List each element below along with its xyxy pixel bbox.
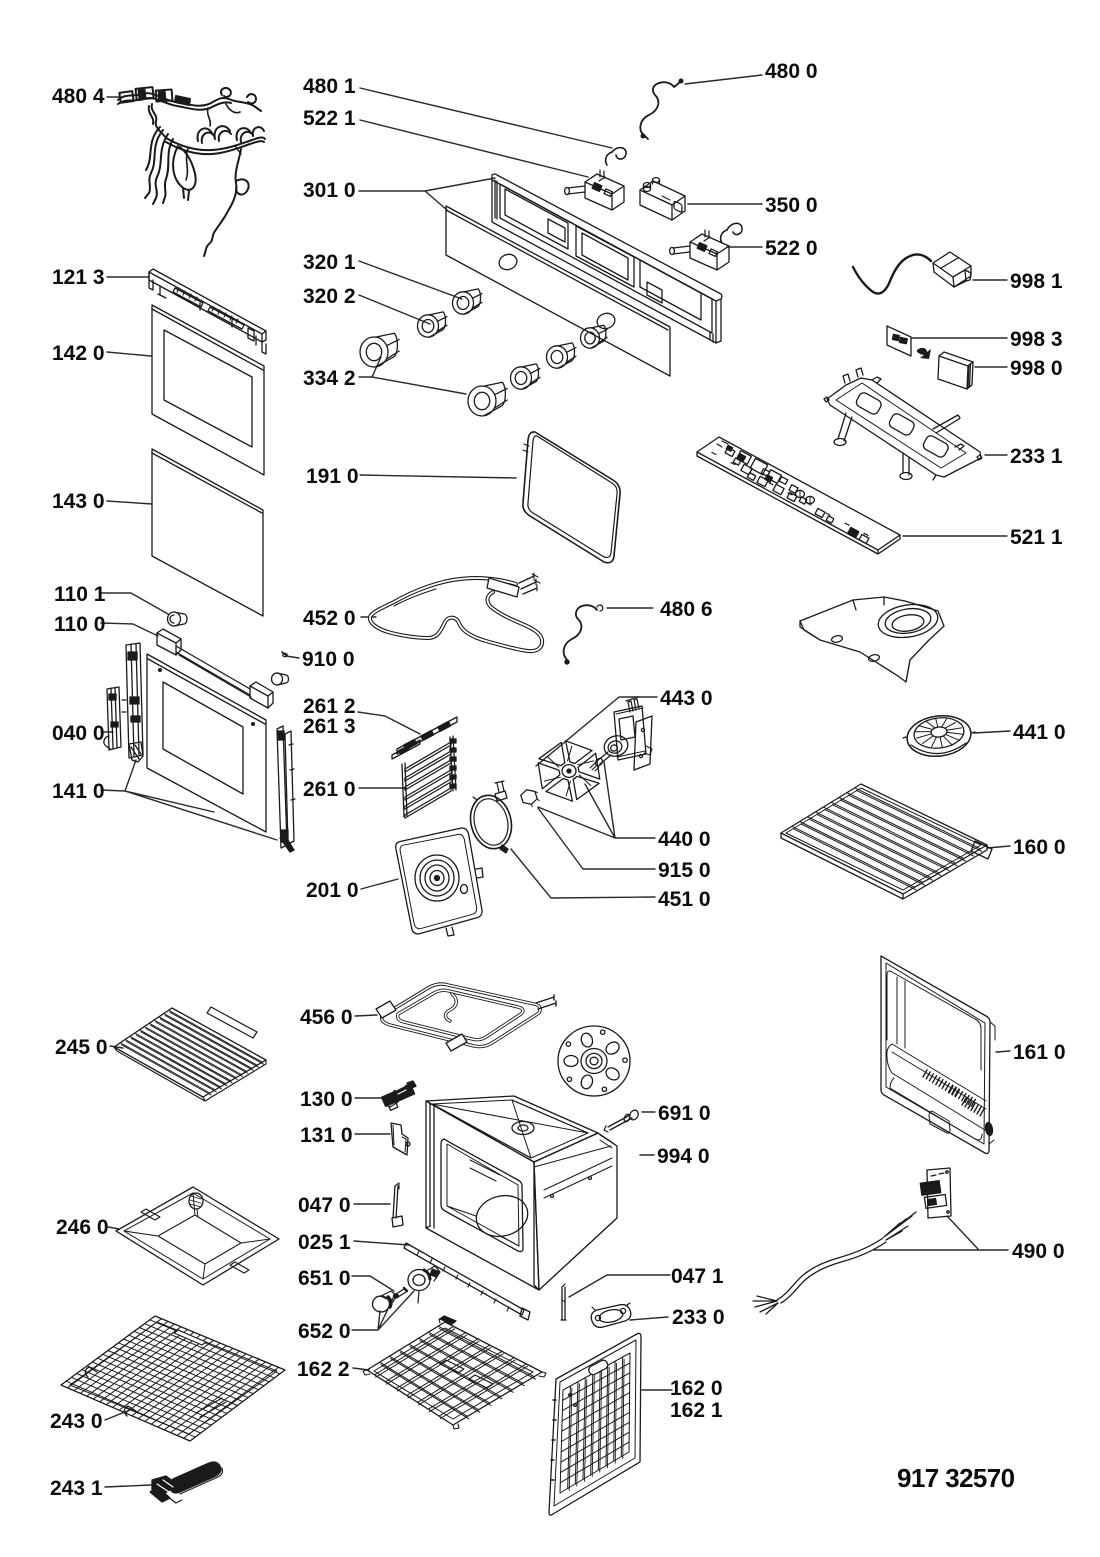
svg-text:245 0: 245 0 <box>55 1036 108 1059</box>
svg-text:651 0: 651 0 <box>298 1267 351 1290</box>
svg-text:160 0: 160 0 <box>1013 836 1066 859</box>
svg-text:261 2: 261 2 <box>303 695 356 718</box>
svg-text:243 1: 243 1 <box>50 1477 103 1500</box>
svg-text:141 0: 141 0 <box>52 780 105 803</box>
svg-text:142 0: 142 0 <box>52 342 105 365</box>
svg-text:040 0: 040 0 <box>52 722 105 745</box>
svg-text:110 1: 110 1 <box>54 583 106 606</box>
svg-text:480 0: 480 0 <box>765 60 818 83</box>
svg-text:490 0: 490 0 <box>1012 1240 1065 1263</box>
svg-text:917 32570: 917 32570 <box>897 1463 1015 1493</box>
svg-text:480 1: 480 1 <box>303 75 356 98</box>
svg-text:233 1: 233 1 <box>1010 445 1063 468</box>
svg-text:047 1: 047 1 <box>671 1265 724 1288</box>
svg-text:110 0: 110 0 <box>54 613 105 636</box>
svg-text:451 0: 451 0 <box>658 888 711 911</box>
svg-text:025 1: 025 1 <box>298 1231 351 1254</box>
svg-text:998 1: 998 1 <box>1010 270 1063 293</box>
svg-text:998 0: 998 0 <box>1010 357 1063 380</box>
svg-text:915 0: 915 0 <box>658 859 711 882</box>
svg-text:191 0: 191 0 <box>306 465 359 488</box>
svg-text:261 0: 261 0 <box>303 778 356 801</box>
svg-text:162 2: 162 2 <box>297 1358 350 1381</box>
svg-text:121 3: 121 3 <box>52 266 105 289</box>
svg-text:522 0: 522 0 <box>765 237 818 260</box>
svg-text:320 1: 320 1 <box>303 251 356 274</box>
svg-text:652 0: 652 0 <box>298 1320 351 1343</box>
svg-text:350 0: 350 0 <box>765 194 818 217</box>
svg-text:480 4: 480 4 <box>52 85 105 108</box>
svg-text:233 0: 233 0 <box>672 1306 725 1329</box>
svg-text:243 0: 243 0 <box>50 1410 103 1433</box>
svg-text:910 0: 910 0 <box>302 648 355 671</box>
svg-text:131 0: 131 0 <box>300 1124 353 1147</box>
svg-text:201 0: 201 0 <box>306 879 359 902</box>
svg-text:452 0: 452 0 <box>303 607 356 630</box>
svg-text:161 0: 161 0 <box>1013 1041 1066 1064</box>
svg-text:301 0: 301 0 <box>303 179 356 202</box>
svg-text:998 3: 998 3 <box>1010 328 1063 351</box>
svg-text:440 0: 440 0 <box>658 828 711 851</box>
svg-text:443 0: 443 0 <box>660 687 713 710</box>
svg-text:047 0: 047 0 <box>298 1194 351 1217</box>
svg-text:521 1: 521 1 <box>1010 526 1063 549</box>
svg-text:441 0: 441 0 <box>1013 721 1066 744</box>
svg-text:334 2: 334 2 <box>303 367 356 390</box>
svg-text:143 0: 143 0 <box>52 490 105 513</box>
svg-text:480 6: 480 6 <box>660 598 713 621</box>
svg-text:162 1: 162 1 <box>670 1399 723 1422</box>
svg-text:130 0: 130 0 <box>300 1088 353 1111</box>
svg-text:261 3: 261 3 <box>303 715 356 738</box>
svg-text:994 0: 994 0 <box>657 1145 710 1168</box>
svg-text:456 0: 456 0 <box>300 1006 353 1029</box>
svg-text:691 0: 691 0 <box>658 1102 711 1125</box>
svg-text:320 2: 320 2 <box>303 285 356 308</box>
svg-text:522 1: 522 1 <box>303 107 356 130</box>
svg-text:162 0: 162 0 <box>670 1377 723 1400</box>
svg-text:246 0: 246 0 <box>56 1216 109 1239</box>
